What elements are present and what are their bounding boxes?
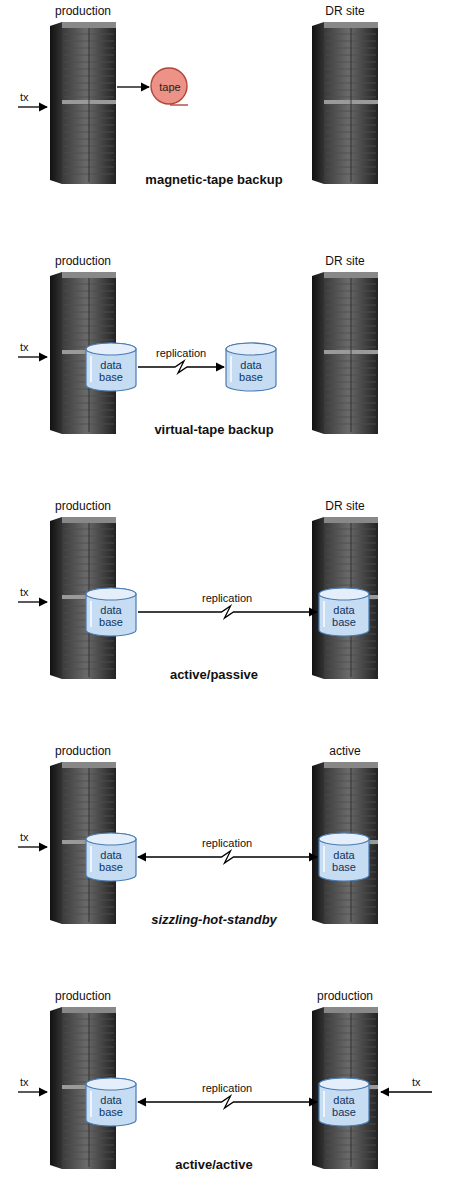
server-rack-node: production data base [38, 499, 128, 679]
signal-label: tx [20, 831, 29, 843]
caption: magnetic-tape backup [114, 172, 314, 187]
database-label: data base [324, 849, 364, 873]
server-rack-node: production data base [38, 744, 128, 924]
replication-arrow [138, 851, 317, 863]
database-node: data base [85, 832, 137, 882]
rack-heading: production [300, 989, 390, 1004]
edge-label: replication [154, 347, 208, 359]
database-node: data base [318, 587, 370, 637]
signal-label: tx [20, 91, 29, 103]
rack-heading: DR site [300, 254, 390, 269]
database-label: data base [231, 359, 271, 383]
database-label: data base [91, 359, 131, 383]
server-rack [312, 22, 378, 184]
tx-arrows [18, 107, 432, 1092]
tape-node: tape [150, 67, 190, 107]
database-node: data base [225, 342, 277, 392]
server-rack-node: production data base [38, 254, 128, 434]
rack-heading: DR site [300, 4, 390, 19]
database-node: data base [318, 832, 370, 882]
database-node: data base [318, 1077, 370, 1127]
database-label: data base [91, 604, 131, 628]
database-label: data base [324, 1094, 364, 1118]
signal-label: tx [20, 586, 29, 598]
rack-heading: DR site [300, 499, 390, 514]
server-rack-node: DR site [300, 254, 390, 434]
edge-label: replication [200, 1082, 254, 1094]
replication-arrow [138, 1096, 317, 1108]
database-node: data base [85, 1077, 137, 1127]
signal-label: tx [20, 341, 29, 353]
database-node: data base [85, 587, 137, 637]
database-label: data base [91, 849, 131, 873]
server-rack-node: DR site data base [300, 499, 390, 679]
replication-arrow [138, 361, 224, 373]
caption: active/passive [114, 667, 314, 682]
server-rack-node: production data base [38, 989, 128, 1169]
signal-label: tx [20, 1076, 29, 1088]
rack-heading: production [38, 499, 128, 514]
rack-heading: production [38, 989, 128, 1004]
server-rack [50, 22, 116, 184]
edge-label: replication [200, 837, 254, 849]
server-rack-node: active data base [300, 744, 390, 924]
replication-arrow [138, 606, 317, 618]
caption: virtual-tape backup [114, 422, 314, 437]
server-rack [312, 272, 378, 434]
database-node: data base [85, 342, 137, 392]
caption: sizzling-hot-standby [114, 912, 314, 927]
rack-heading: production [38, 254, 128, 269]
server-rack-node: production [38, 4, 128, 184]
caption: active/active [114, 1157, 314, 1172]
edge-label: replication [200, 592, 254, 604]
rack-heading: production [38, 4, 128, 19]
database-label: data base [324, 604, 364, 628]
tape-label: tape [159, 81, 180, 93]
database-label: data base [91, 1094, 131, 1118]
server-rack-node: DR site [300, 4, 390, 184]
signal-label: tx [412, 1076, 421, 1088]
rack-heading: production [38, 744, 128, 759]
replication-arrow [117, 86, 149, 87]
server-rack-node: production data base [300, 989, 390, 1169]
rack-heading: active [300, 744, 390, 759]
